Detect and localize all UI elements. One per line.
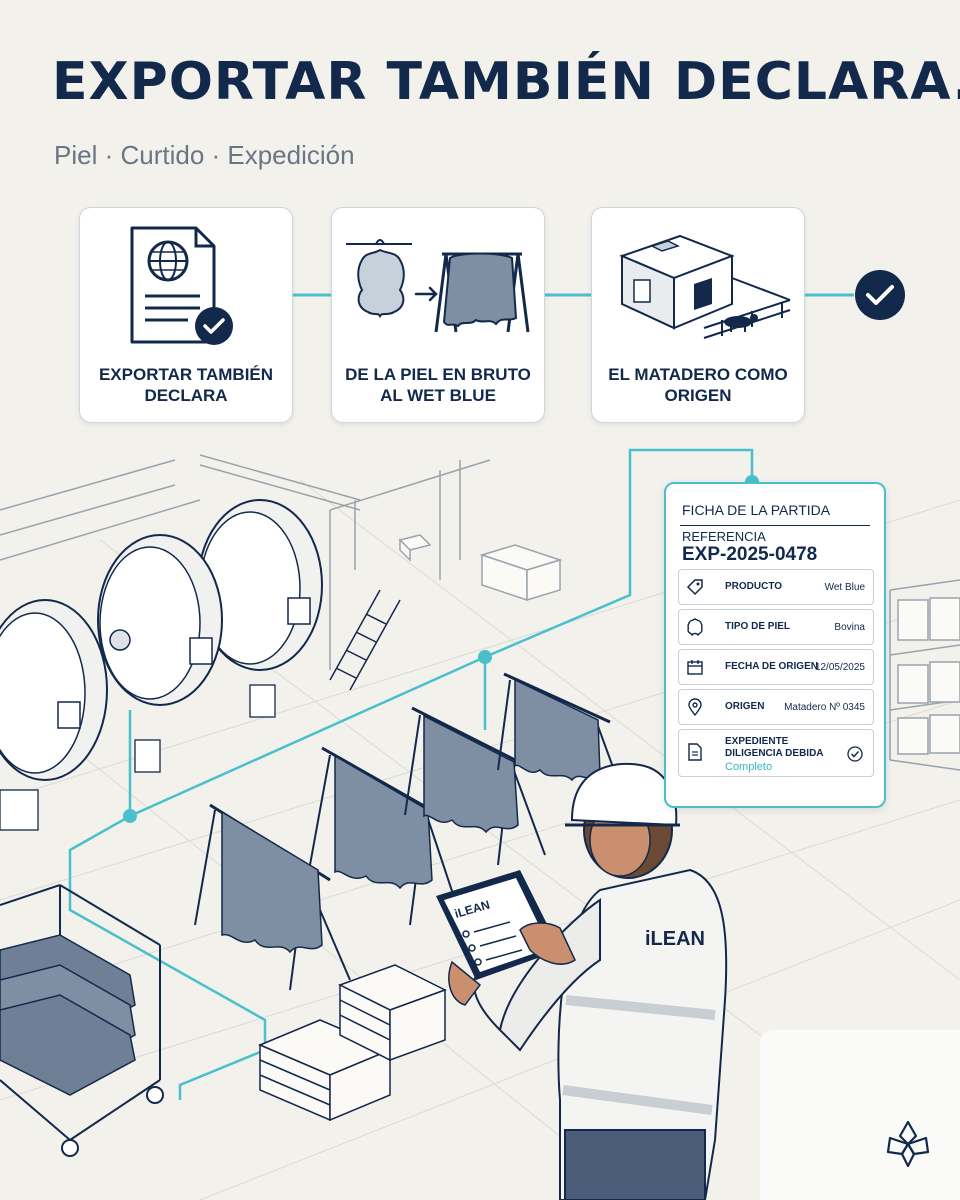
row-value: 12/05/2025 xyxy=(814,662,865,673)
check-circle-icon xyxy=(847,746,863,762)
hide-cart xyxy=(0,884,164,1157)
row-value: Bovina xyxy=(834,622,865,633)
page-subtitle: Piel · Curtido · Expedición xyxy=(54,140,355,170)
slaughterhouse-icon xyxy=(619,234,791,339)
divider xyxy=(680,525,870,526)
row-label: TIPO DE PIEL xyxy=(725,621,791,632)
tablet-device: iLEAN xyxy=(436,870,576,1006)
row-value: Wet Blue xyxy=(824,582,865,593)
tanning-drum xyxy=(197,499,323,671)
page-title: EXPORTAR TAMBIÉN DECLARA. xyxy=(52,52,960,112)
batch-record-title: FICHA DE LA PARTIDA xyxy=(682,502,831,518)
pallet-stack xyxy=(258,964,447,1122)
calendar-icon xyxy=(687,660,703,675)
drying-rack xyxy=(309,746,461,926)
record-row-hide-type: TIPO DE PIEL Bovina xyxy=(678,609,874,645)
row-label: FECHA DE ORIGEN xyxy=(725,661,818,672)
document-icon xyxy=(688,743,702,761)
tanning-drum xyxy=(97,534,223,706)
final-check-icon xyxy=(855,270,905,320)
record-row-product: PRODUCTO Wet Blue xyxy=(678,569,874,605)
storage-shelf xyxy=(889,579,960,771)
hide-icon xyxy=(687,618,703,636)
tannery-floor-illustration: iLEAN iLEAN xyxy=(0,448,960,1200)
card-label: EL MATADERO COMO ORIGEN xyxy=(608,365,788,405)
globe-document-check-icon xyxy=(130,226,233,345)
row-value: Matadero Nº 0345 xyxy=(784,702,865,713)
brand-logo xyxy=(886,1120,930,1168)
card-raw-hide-to-wet-blue: DE LA PIEL EN BRUTO AL WET BLUE xyxy=(331,207,545,423)
record-row-origin-date: FECHA DE ORIGEN 12/05/2025 xyxy=(678,649,874,685)
row-label: EXPEDIENTE DILIGENCIA DEBIDA xyxy=(725,736,824,759)
status-value: Completo xyxy=(725,761,773,773)
process-connectors xyxy=(290,270,905,320)
worker-figure: iLEAN xyxy=(473,762,728,1200)
vest-brand: iLEAN xyxy=(645,928,705,950)
record-row-origin: ORIGEN Matadero Nº 0345 xyxy=(678,689,874,725)
drying-rack xyxy=(404,706,546,866)
card-label: DE LA PIEL EN BRUTO AL WET BLUE xyxy=(345,365,531,405)
card-label: EXPORTAR TAMBIÉN DECLARA xyxy=(98,365,274,405)
row-label: ORIGEN xyxy=(725,701,765,712)
batch-record-card: FICHA DE LA PARTIDA REFERENCIA EXP-2025-… xyxy=(664,482,886,808)
location-pin-icon xyxy=(688,698,702,716)
reference-label: REFERENCIA xyxy=(682,529,766,544)
card-slaughterhouse-origin: EL MATADERO COMO ORIGEN xyxy=(591,207,805,423)
card-export-declares: EXPORTAR TAMBIÉN DECLARA xyxy=(79,207,293,423)
reference-value: EXP-2025-0478 xyxy=(682,544,818,565)
tanning-drum xyxy=(0,599,108,781)
hide-to-wet-blue-icon xyxy=(346,239,530,333)
record-row-due-diligence: EXPEDIENTE DILIGENCIA DEBIDA Completo xyxy=(678,729,874,777)
drying-rack xyxy=(194,803,351,991)
row-label: PRODUCTO xyxy=(725,581,783,592)
footer-panel xyxy=(760,1030,960,1200)
tag-icon xyxy=(686,579,703,596)
